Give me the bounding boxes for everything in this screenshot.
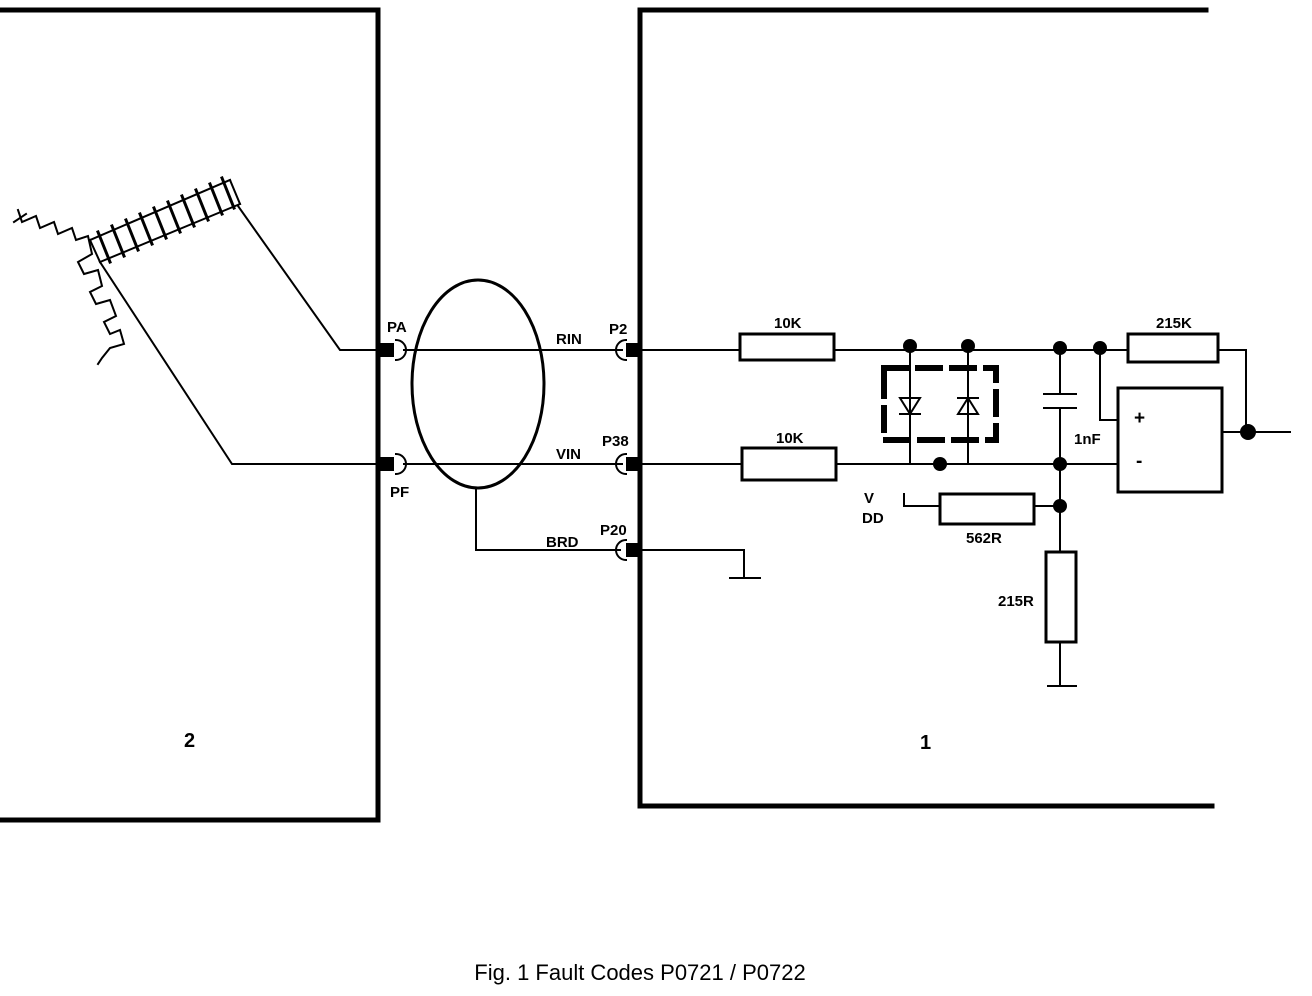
resistor-215k-label: 215K xyxy=(1156,315,1192,332)
block-1-label: 1 xyxy=(920,732,931,754)
block-2-label: 2 xyxy=(184,730,195,752)
sensor-lead-pf xyxy=(98,260,385,465)
resistor-10k-top xyxy=(738,332,836,362)
op-amp-plus-label: + xyxy=(1134,408,1145,429)
cable-shield-ellipse xyxy=(410,278,546,490)
diode-right-icon xyxy=(956,396,980,415)
connector-pins xyxy=(380,343,640,557)
block-1-outline xyxy=(637,7,1215,809)
connector-sockets xyxy=(394,338,628,562)
resistor-215r xyxy=(1044,550,1078,644)
resistor-562r xyxy=(938,492,1036,526)
vdd-dd-label: DD xyxy=(862,510,884,527)
op-amp xyxy=(1116,386,1224,494)
speed-sensor-wheel-icon xyxy=(12,208,126,366)
resistor-10k-mid xyxy=(740,446,838,482)
net-vin-label: VIN xyxy=(556,446,581,463)
net-rin-label: RIN xyxy=(556,331,582,348)
pin-p20-label: P20 xyxy=(600,522,627,539)
pin-pa-label: PA xyxy=(387,319,407,336)
resistor-562r-label: 562R xyxy=(966,530,1002,547)
vdd-v-label: V xyxy=(864,490,874,507)
sensor-coil-icon xyxy=(88,176,242,264)
capacitor-label: 1nF xyxy=(1074,431,1101,448)
block-2-outline xyxy=(0,7,381,823)
pin-pf-label: PF xyxy=(390,484,409,501)
resistor-215r-label: 215R xyxy=(998,593,1034,610)
shield-drain-wire xyxy=(475,487,621,551)
figure-caption: Fig. 1 Fault Codes P0721 / P0722 xyxy=(474,960,806,985)
junction-dots xyxy=(903,339,1256,513)
diode-protection-module xyxy=(881,365,999,443)
resistor-10k-top-label: 10K xyxy=(774,315,802,332)
resistor-215k xyxy=(1126,332,1220,364)
op-amp-minus-label: - xyxy=(1136,451,1142,472)
resistor-10k-mid-label: 10K xyxy=(776,430,804,447)
net-brd-label: BRD xyxy=(546,534,579,551)
diode-left-icon xyxy=(898,397,922,416)
pin-p38-label: P38 xyxy=(602,433,629,450)
capacitor-1nf-icon xyxy=(1043,393,1077,409)
sensor-lead-pa xyxy=(236,204,385,351)
pin-p2-label: P2 xyxy=(609,321,627,338)
